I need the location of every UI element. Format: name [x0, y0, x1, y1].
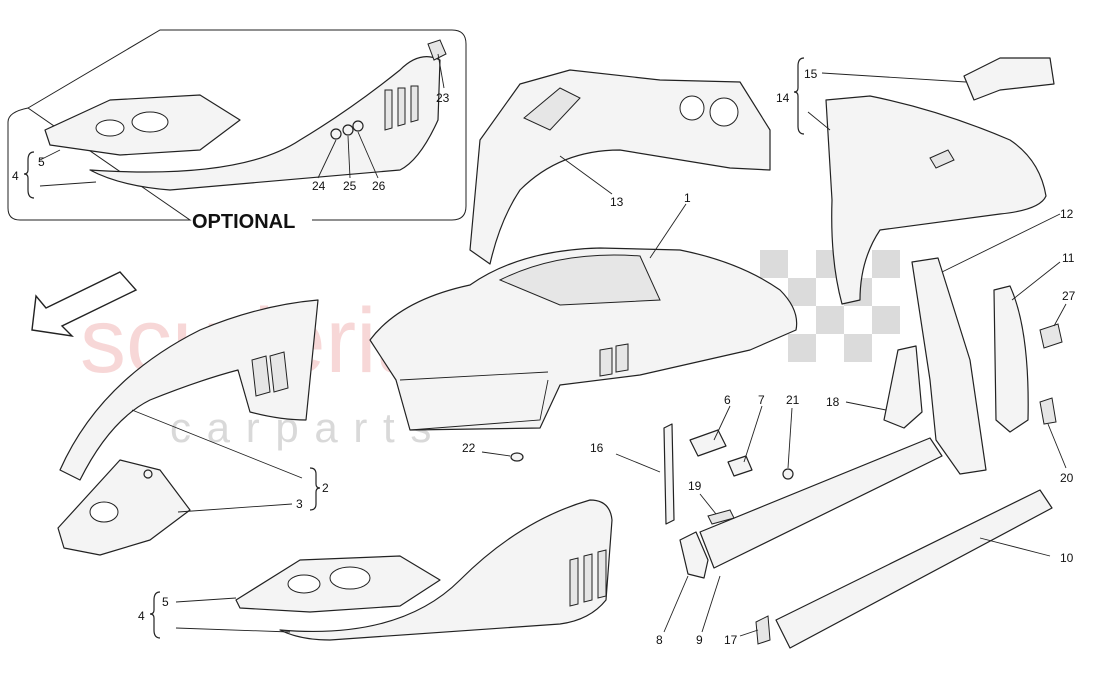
callout-10: 10 [1060, 551, 1074, 565]
callout-17: 17 [724, 633, 738, 647]
callout-2: 2 [322, 481, 329, 495]
callout-26: 26 [372, 179, 386, 193]
inset-front-fender [89, 56, 441, 191]
pillar-18 [883, 345, 923, 429]
callout-6: 6 [724, 393, 731, 407]
quarter-panel [825, 95, 1047, 305]
rear-inner-wheelarch [469, 69, 771, 265]
callout-27: 27 [1062, 289, 1076, 303]
callout-13: 13 [610, 195, 624, 209]
bracket-16 [663, 423, 675, 525]
b-pillar-12 [911, 257, 987, 475]
inner-sill-9 [699, 437, 943, 569]
body-shell [369, 247, 798, 431]
front-fender-assembly [235, 499, 613, 641]
clip-17 [755, 615, 771, 645]
body-shell-outline [369, 247, 798, 431]
grommet-20 [1039, 397, 1057, 425]
callout-12: 12 [1060, 207, 1074, 221]
bracket-6 [689, 429, 727, 457]
callout-19: 19 [688, 479, 702, 493]
callout-21: 21 [786, 393, 800, 407]
optional-inset: OPTIONAL 5 4 24 25 26 23 [7, 29, 467, 233]
front-arrow-icon [31, 271, 138, 338]
optional-caption: OPTIONAL [192, 211, 295, 233]
quarter-bracket-15 [963, 57, 1055, 101]
callout-15: 15 [804, 67, 818, 81]
callout-16: 16 [590, 441, 604, 455]
washer-25 [342, 124, 354, 136]
callout-7: 7 [758, 393, 765, 407]
callout-8: 8 [656, 633, 663, 647]
wheelarch-liner [59, 299, 319, 481]
rear-quarter-panel [825, 57, 1055, 305]
washer-24 [330, 128, 342, 140]
callout-4-inset: 4 [12, 169, 19, 183]
b-pillar-parts [883, 257, 1063, 475]
callout-5-inset: 5 [38, 155, 45, 169]
bolt [143, 469, 153, 479]
side-skirt-10 [775, 489, 1053, 649]
bracket-19 [707, 509, 735, 525]
callout-14: 14 [776, 91, 790, 105]
clip-23 [427, 39, 447, 61]
callout-18: 18 [826, 395, 840, 409]
grommet-27 [1039, 323, 1063, 349]
callout-11: 11 [1062, 251, 1075, 265]
callout-24: 24 [312, 179, 326, 193]
sill-parts [679, 437, 1053, 649]
callout-5: 5 [162, 595, 169, 609]
front-fender [279, 499, 613, 641]
callout-4: 4 [138, 609, 145, 623]
small-brackets [510, 423, 794, 525]
callout-23: 23 [436, 91, 450, 105]
sill-end-8 [679, 531, 709, 579]
front-wheelarch-assembly [57, 299, 319, 556]
plug-22 [510, 452, 524, 462]
callout-9: 9 [696, 633, 703, 647]
front-bracket [57, 459, 191, 556]
callout-20: 20 [1060, 471, 1074, 485]
callout-22: 22 [462, 441, 476, 455]
plug-21 [782, 468, 794, 480]
callout-3: 3 [296, 497, 303, 511]
b-pillar-11 [993, 285, 1029, 433]
bracket-7 [727, 455, 753, 477]
callout-25: 25 [343, 179, 357, 193]
washer-26 [352, 120, 364, 132]
callout-1: 1 [684, 191, 691, 205]
